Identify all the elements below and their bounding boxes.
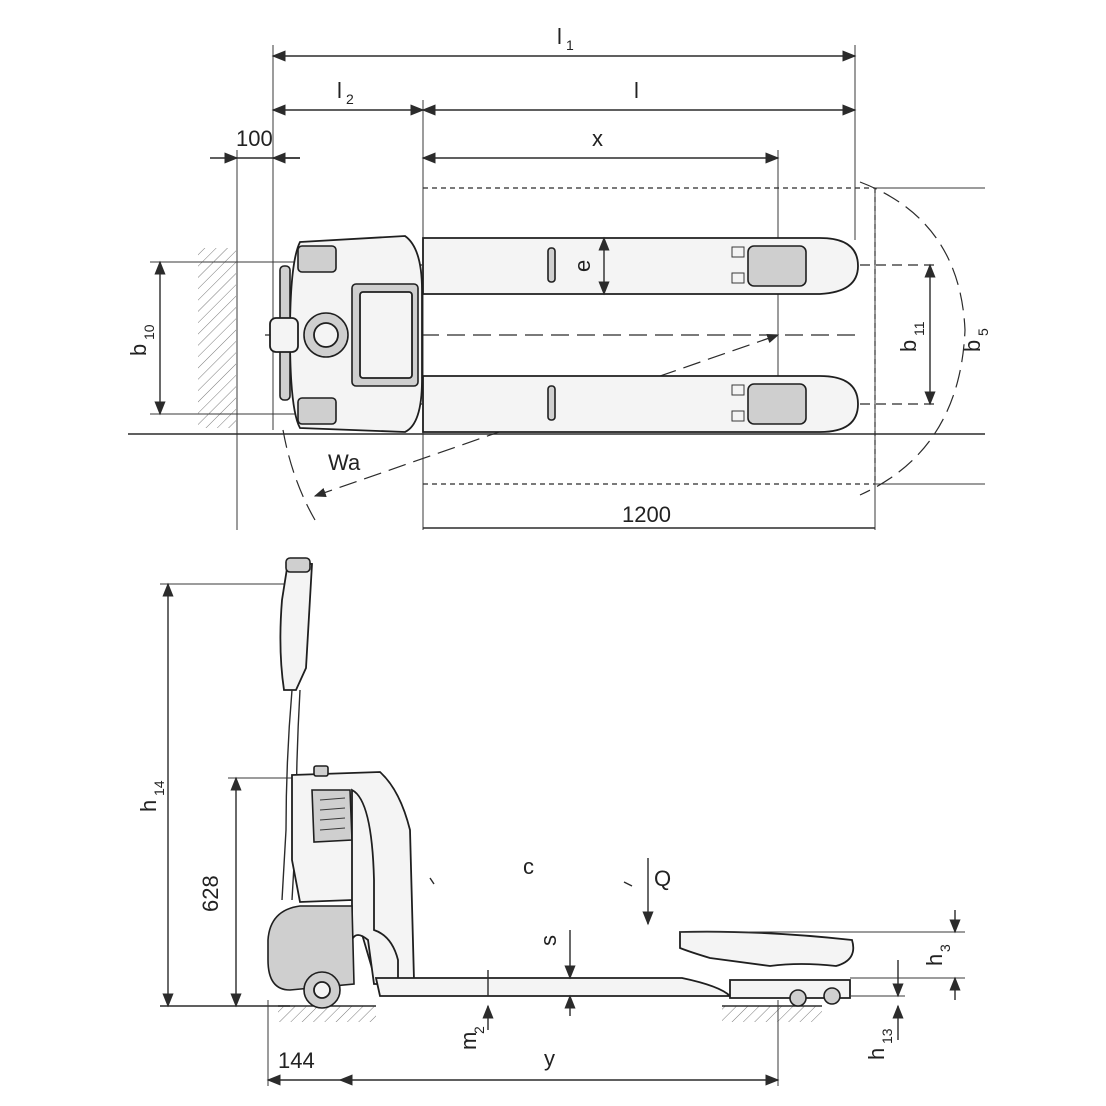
fork-side <box>374 930 855 1007</box>
svg-text:h: h <box>922 954 947 966</box>
dim-l2: l 2 <box>271 78 425 116</box>
svg-text:l: l <box>634 78 639 103</box>
load-center: c Q <box>429 854 671 926</box>
svg-text:m: m <box>456 1032 481 1050</box>
pallet-outline <box>423 187 985 485</box>
dim-s: s <box>536 930 576 1016</box>
svg-text:13: 13 <box>879 1028 895 1044</box>
svg-text:2: 2 <box>471 1026 487 1034</box>
side-view: h 14 628 <box>136 557 965 1086</box>
svg-text:e: e <box>570 260 595 272</box>
dim-m2: m 2 <box>456 970 494 1050</box>
dim-h3: h 3 <box>680 910 965 1000</box>
dim-x: x <box>421 126 780 164</box>
svg-text:11: 11 <box>911 321 927 336</box>
ground-hatch-front <box>722 1006 822 1022</box>
svg-text:b: b <box>126 344 151 356</box>
dim-b5: b 5 <box>960 328 991 352</box>
svg-text:5: 5 <box>975 328 991 336</box>
fork-right <box>422 375 859 433</box>
svg-text:1200: 1200 <box>622 502 671 527</box>
svg-text:3: 3 <box>937 944 953 952</box>
svg-text:100: 100 <box>236 126 273 151</box>
dim-h14: h 14 <box>136 582 290 1008</box>
fork-left <box>422 237 859 295</box>
truck-body-top <box>269 235 423 433</box>
svg-text:c: c <box>523 854 534 879</box>
dim-y: y <box>338 1046 780 1086</box>
svg-text:l: l <box>557 24 562 49</box>
svg-text:h: h <box>864 1048 889 1060</box>
svg-text:2: 2 <box>346 91 354 107</box>
turning-radius-arc <box>859 181 966 496</box>
dim-b10: b 10 <box>126 260 300 416</box>
svg-text:x: x <box>592 126 603 151</box>
dim-b11: b 11 <box>896 263 936 406</box>
svg-text:b: b <box>960 340 985 352</box>
wall-hatch <box>198 248 236 428</box>
dim-628: 628 <box>198 776 330 1008</box>
svg-text:14: 14 <box>151 780 167 796</box>
svg-text:y: y <box>544 1046 555 1071</box>
svg-text:1: 1 <box>566 37 574 53</box>
dim-100: 100 <box>210 126 300 164</box>
dim-144: 144 <box>266 1048 340 1086</box>
dim-e: e <box>570 236 610 296</box>
svg-text:h: h <box>136 800 161 812</box>
dim-l1: l 1 <box>271 24 857 62</box>
svg-text:s: s <box>536 935 561 946</box>
ground-hatch-rear <box>278 1006 376 1022</box>
top-view: l 1 l 2 l 100 x <box>126 24 991 530</box>
dim-1200: 1200 <box>423 502 875 529</box>
svg-text:b: b <box>896 340 921 352</box>
svg-text:Q: Q <box>654 866 671 891</box>
dim-l: l <box>421 78 857 116</box>
rear-swing-arc <box>282 429 316 521</box>
svg-text:144: 144 <box>278 1048 315 1073</box>
svg-text:l: l <box>337 78 342 103</box>
svg-text:10: 10 <box>141 324 157 340</box>
svg-text:628: 628 <box>198 875 223 912</box>
truck-body-side <box>267 765 415 1009</box>
svg-text:Wa: Wa <box>328 450 361 475</box>
tiller-handle <box>279 557 313 901</box>
dim-h13: h 13 <box>850 960 905 1060</box>
